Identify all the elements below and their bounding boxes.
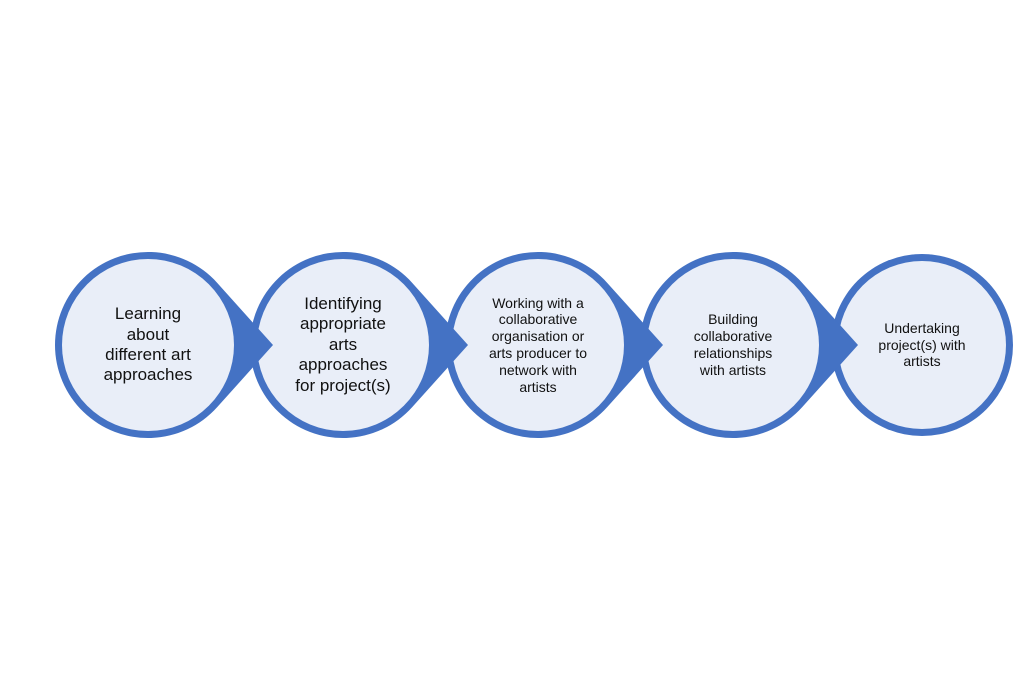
step-1-shape	[55, 252, 273, 438]
step-label-line: Building	[708, 311, 758, 328]
step-label-line: for project(s)	[295, 375, 391, 395]
step-3-shape	[445, 252, 663, 438]
step-circle	[452, 259, 624, 431]
step-circle	[257, 259, 429, 431]
step-label-line: Learning	[114, 304, 182, 324]
step-label-line: about	[126, 324, 170, 344]
step-label-line: collaborative	[498, 311, 578, 328]
step-label-line: organisation or	[491, 328, 585, 345]
step-label-line: relationships	[693, 345, 773, 361]
step-label-line: Identifying	[304, 294, 382, 314]
step-circle	[838, 261, 1006, 429]
step-label-line: artists	[903, 353, 941, 370]
step-label-line: approaches	[298, 355, 388, 375]
step-label-line: different art	[105, 345, 191, 364]
step-label-line: Undertaking	[884, 319, 960, 336]
step-5-shape	[831, 254, 1013, 436]
step-2-shape	[249, 252, 468, 438]
step-label-line: network with	[499, 361, 577, 378]
step-4-shape	[640, 252, 858, 438]
step-label-line: collaborative	[693, 328, 773, 345]
step-label-line: approaches	[103, 365, 193, 385]
step-label-line: project(s) with	[878, 336, 966, 353]
step-label-line: arts producer to	[488, 345, 588, 361]
step-label-line: arts	[328, 334, 358, 354]
step-label-line: artists	[519, 378, 557, 395]
step-label-line: with artists	[699, 361, 767, 378]
step-label-line: appropriate	[299, 314, 386, 334]
step-label-line: Working with a	[492, 294, 584, 311]
step-circle	[62, 259, 234, 431]
step-circle	[647, 259, 819, 431]
